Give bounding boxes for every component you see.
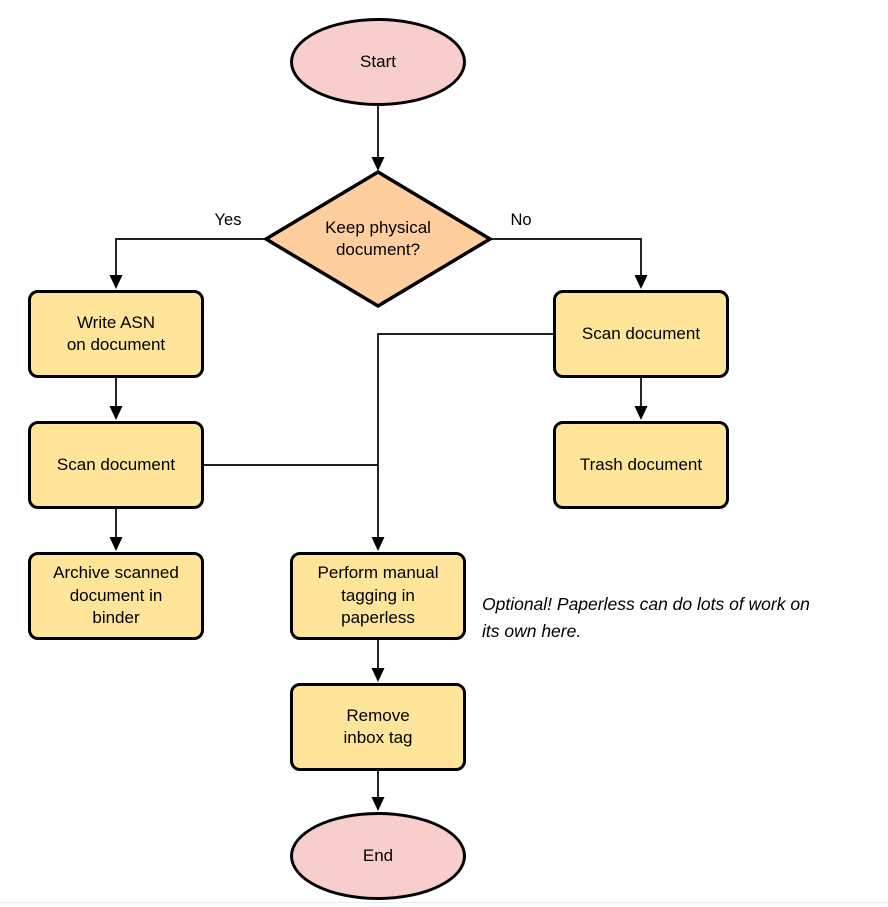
- optional-note: Optional! Paperless can do lots of work …: [482, 594, 810, 641]
- arrowhead-icon: [109, 275, 123, 289]
- node-manual-tagging-label: Perform manual tagging in paperless: [317, 563, 439, 628]
- node-remove-inbox-tag-label: Remove inbox tag: [343, 705, 413, 747]
- node-end-label: End: [362, 845, 394, 865]
- node-write-asn: Write ASN on document: [28, 290, 204, 378]
- node-archive-in-binder: Archive scanned document in binder: [28, 552, 204, 640]
- node-scan-document-right-label: Scan document: [581, 323, 701, 343]
- edge-decision-to-scan-right: [490, 238, 642, 276]
- edge-label-no: No: [510, 211, 532, 229]
- node-scan-document-left: Scan document: [28, 421, 204, 509]
- node-remove-inbox-tag: Remove inbox tag: [290, 683, 466, 771]
- arrowhead-icon: [634, 406, 648, 420]
- arrowhead-icon: [109, 537, 123, 551]
- arrowhead-icon: [371, 668, 385, 682]
- page-bottom-divider: [0, 902, 888, 903]
- node-write-asn-label: Write ASN on document: [66, 312, 166, 354]
- node-start-label: Start: [360, 51, 396, 71]
- node-end: End: [290, 812, 466, 900]
- edge-decision-to-write-asn: [115, 238, 266, 276]
- edge-scan-right-to-tagging: [377, 333, 553, 538]
- arrowhead-icon: [634, 275, 648, 289]
- node-trash-document: Trash document: [553, 421, 729, 509]
- node-scan-document-right: Scan document: [553, 290, 729, 378]
- node-trash-document-label: Trash document: [579, 454, 703, 474]
- edge-label-yes: Yes: [214, 211, 242, 229]
- arrowhead-icon: [371, 157, 385, 171]
- node-manual-tagging: Perform manual tagging in paperless: [290, 552, 466, 640]
- arrowhead-icon: [371, 797, 385, 811]
- page-bottom-margin: [0, 903, 888, 907]
- node-archive-in-binder-label: Archive scanned document in binder: [53, 563, 179, 628]
- node-scan-document-left-label: Scan document: [56, 454, 176, 474]
- decision-diamond-shape: [262, 169, 494, 309]
- arrowhead-icon: [371, 537, 385, 551]
- arrowhead-icon: [109, 406, 123, 420]
- node-start: Start: [290, 18, 466, 106]
